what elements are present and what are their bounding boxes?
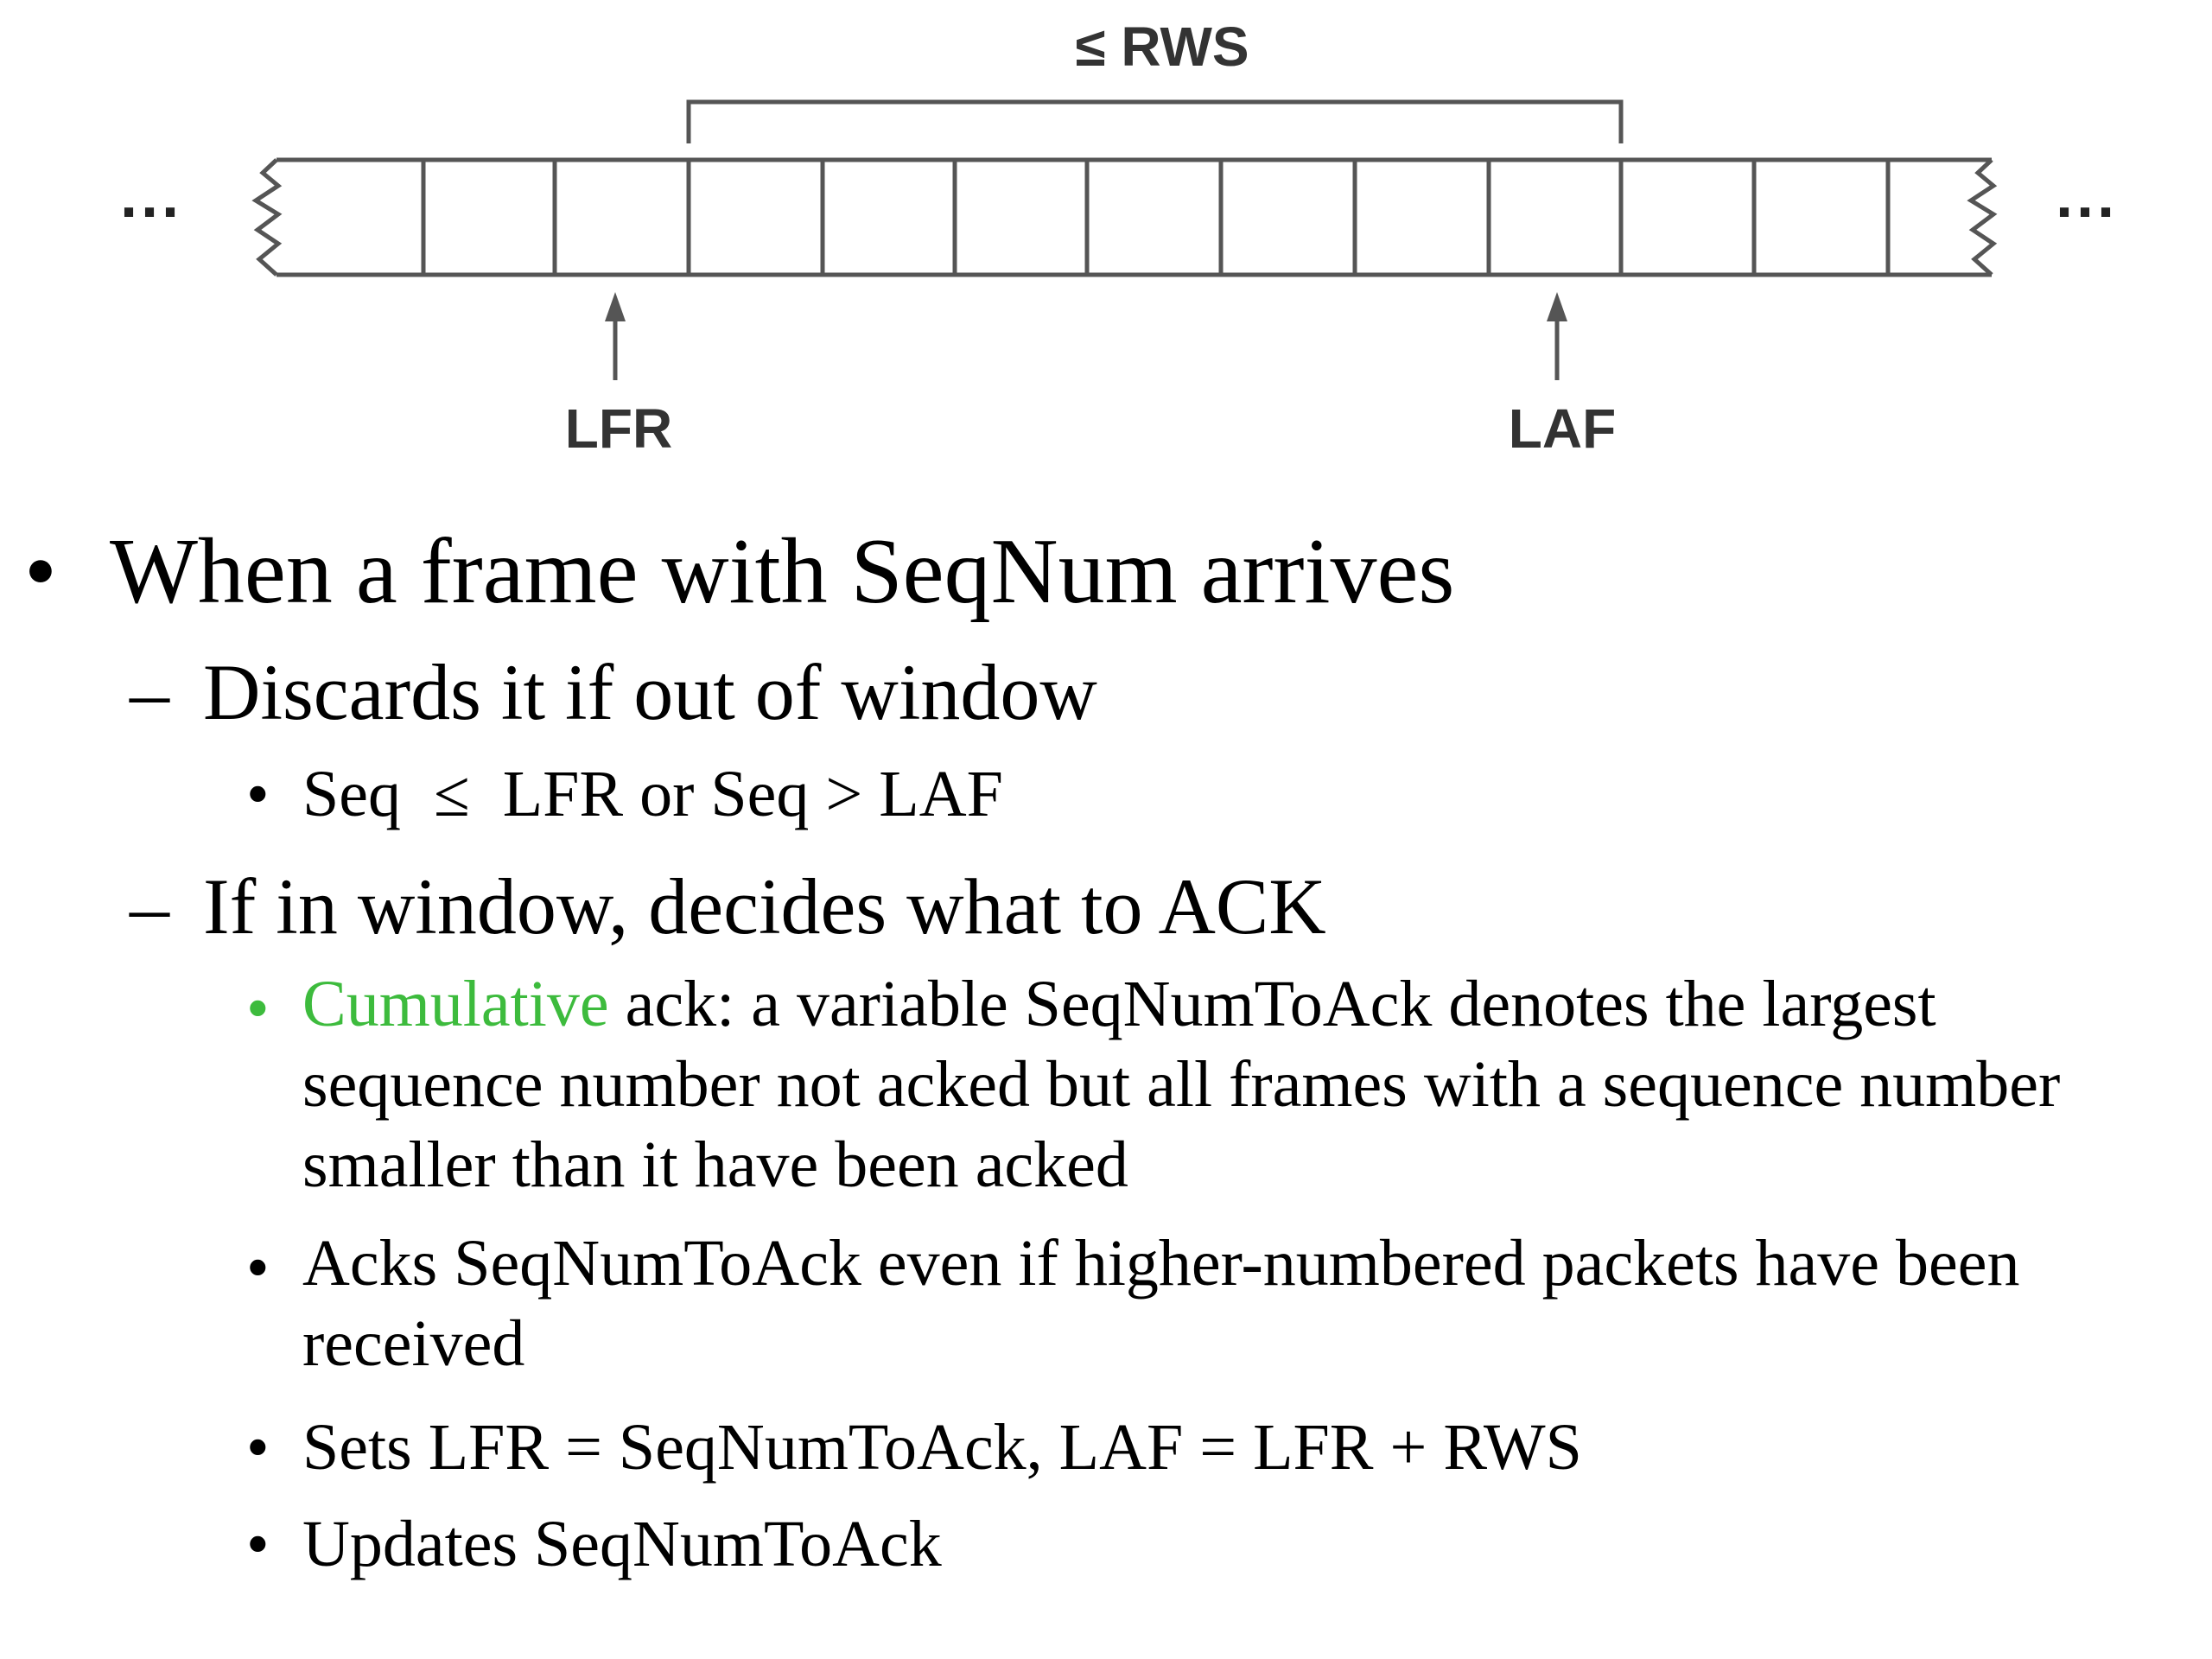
bullet-discard-condition: Seq ≤ LFR or Seq > LAF (302, 758, 1003, 830)
bullet-marker-updates: • (246, 1508, 270, 1580)
bullet-updates: Updates SeqNumToAck (302, 1508, 942, 1580)
cumulative-highlight: Cumulative (302, 968, 609, 1040)
bullet-marker-discard-condition: • (246, 758, 270, 830)
bullet-acks: Acks SeqNumToAck even if higher-numbered… (302, 1227, 2020, 1380)
window-label: ≤ RWS (1075, 16, 1249, 78)
bullet-marker-acks: • (246, 1231, 270, 1304)
lfr-arrow-head (605, 292, 626, 321)
lfr-pointer (605, 292, 626, 380)
laf-pointer (1547, 292, 1567, 380)
laf-label: LAF (1509, 397, 1616, 460)
lfr-label: LFR (565, 397, 672, 460)
bullet-in-window: If in window, decides what to ACK (203, 862, 1326, 950)
bullet-main: When a frame with SeqNum arrives (110, 520, 1455, 623)
bullet-discard: Discards it if out of window (203, 648, 1097, 736)
receive-window-diagram: ≤ RWS ··· ··· LFR LAF (120, 16, 2118, 460)
bullet-marker-cumulative: • (246, 972, 270, 1045)
cumulative-description: ack: a variable SeqNumToAck denotes the … (302, 968, 2061, 1201)
bullet-marker-main: • (24, 520, 57, 623)
bullet-marker-sets: • (246, 1411, 270, 1484)
frame-slots (421, 160, 1891, 275)
laf-arrow-head (1547, 292, 1567, 321)
bullet-cumulative: Cumulative ack: a variable SeqNumToAck d… (302, 964, 2177, 1205)
dash-marker-discard: – (130, 648, 169, 736)
dash-marker-in-window: – (130, 862, 169, 950)
bullet-sets: Sets LFR = SeqNumToAck, LAF = LFR + RWS (302, 1411, 1582, 1484)
torn-edge-right (1967, 158, 1998, 276)
ellipsis-right: ··· (2056, 178, 2118, 247)
window-bracket (686, 99, 1624, 143)
ellipsis-left: ··· (120, 178, 182, 247)
torn-edge-left (251, 158, 283, 276)
